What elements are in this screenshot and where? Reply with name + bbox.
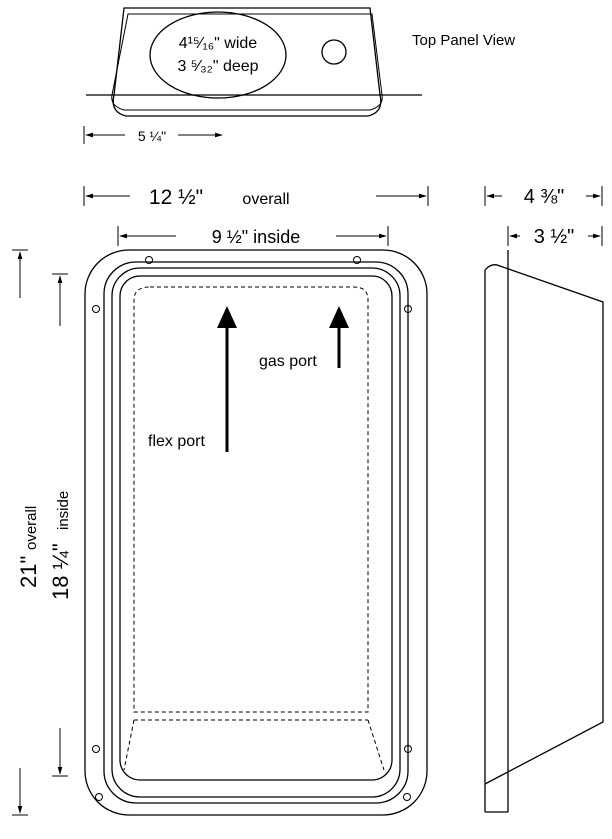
oval-depth-label: 3 ⁵⁄₃₂" deep bbox=[177, 58, 258, 75]
front-view: flex port gas port bbox=[84, 249, 428, 816]
mounting-hole bbox=[145, 256, 153, 264]
top-panel-width-dim: 5 ¼" bbox=[138, 128, 166, 144]
back-panel-outline bbox=[133, 286, 369, 713]
mounting-hole bbox=[404, 305, 412, 313]
overall-depth-label: 4 ⅜" bbox=[524, 186, 564, 208]
bottom-slope-right bbox=[367, 719, 385, 771]
overall-height-number: 21" bbox=[16, 556, 41, 588]
inside-height-word: inside bbox=[55, 491, 72, 530]
flex-port-label: flex port bbox=[148, 433, 205, 450]
recess-inner-edge bbox=[119, 275, 393, 781]
mounting-hole bbox=[92, 745, 100, 753]
gas-port-label: gas port bbox=[259, 353, 317, 370]
top-panel-inner-edge bbox=[111, 13, 383, 111]
mounting-hole bbox=[92, 305, 100, 313]
top-panel-round-hole bbox=[321, 39, 347, 65]
flex-port-arrowhead bbox=[217, 306, 237, 328]
bottom-slope-left bbox=[123, 719, 135, 771]
side-view: 4 ⅜" 3 ½" bbox=[484, 186, 604, 813]
top-panel-body bbox=[112, 7, 382, 117]
recess-outer-edge bbox=[111, 267, 401, 798]
box-side-profile bbox=[484, 264, 604, 785]
gas-port-arrowhead bbox=[329, 306, 349, 328]
mounting-hole bbox=[404, 745, 412, 753]
mounting-hole bbox=[95, 793, 103, 801]
top-panel-oval-opening bbox=[149, 11, 287, 99]
flange-inner-edge bbox=[103, 261, 409, 804]
oval-width-label: 4¹⁵⁄₁₆" wide bbox=[179, 35, 258, 52]
overall-height-word: overall bbox=[23, 506, 40, 550]
overall-width-word: overall bbox=[242, 191, 289, 208]
inside-width-label: 9 ½" inside bbox=[212, 227, 300, 247]
overall-width-number: 12 ½" bbox=[149, 186, 203, 209]
front-view-dimensions: 12 ½" overall 9 ½" inside 21" overall 18… bbox=[12, 186, 429, 816]
top-panel-title: Top Panel View bbox=[412, 32, 515, 49]
top-panel-view: 4¹⁵⁄₁₆" wide 3 ⁵⁄₃₂" deep Top Panel View… bbox=[83, 7, 515, 144]
outer-flange bbox=[84, 249, 428, 816]
mounting-hole bbox=[403, 793, 411, 801]
mounting-hole bbox=[353, 256, 361, 264]
inside-depth-label: 3 ½" bbox=[534, 226, 574, 248]
inside-height-number: 18 ¼" bbox=[48, 543, 73, 600]
